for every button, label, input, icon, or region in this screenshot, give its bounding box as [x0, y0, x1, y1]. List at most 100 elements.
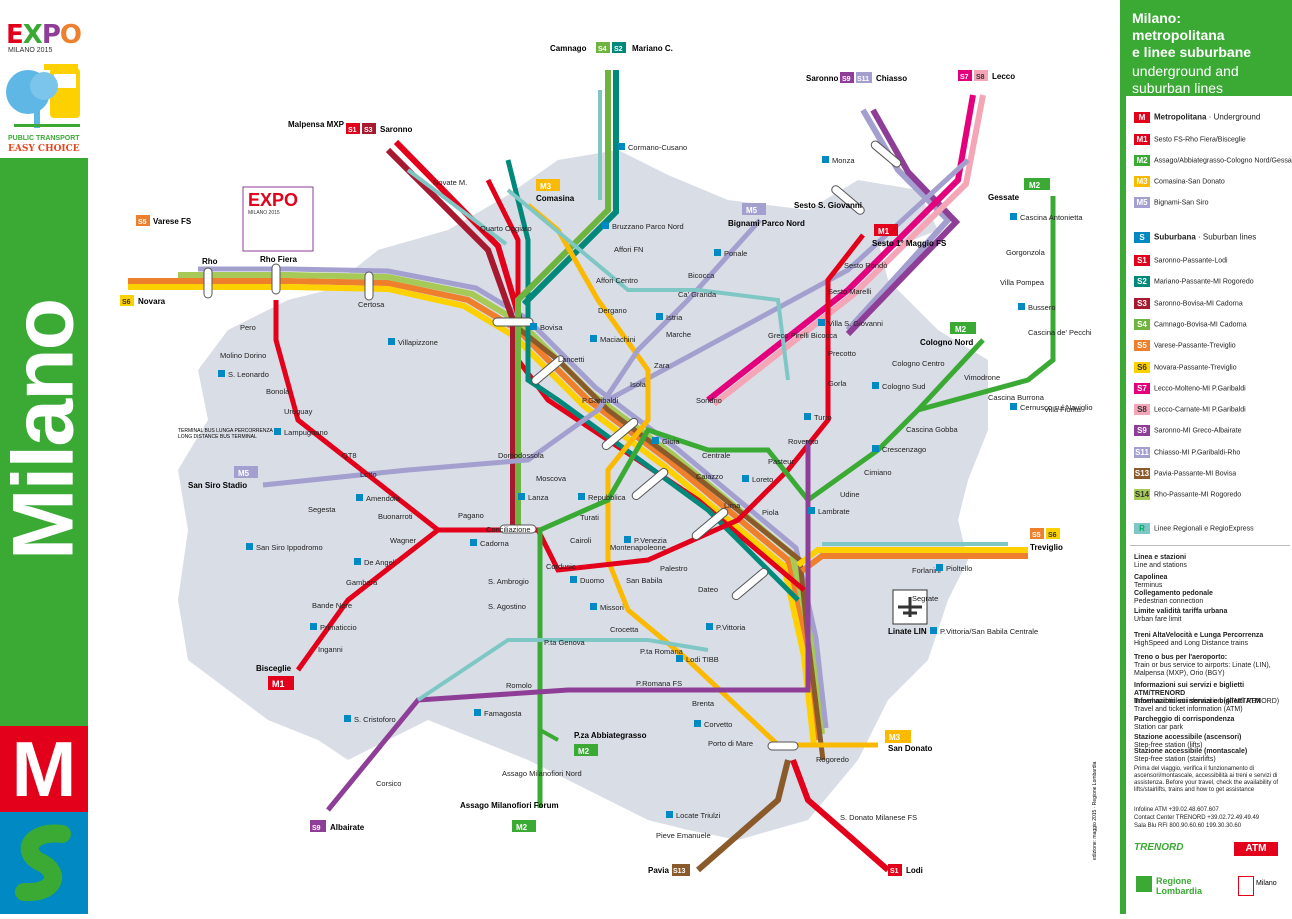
station-label[interactable]: QT8 — [342, 451, 357, 460]
station-label[interactable]: Gioia — [662, 437, 680, 446]
station-label[interactable]: Corsico — [376, 779, 401, 788]
station-label[interactable]: Cascina Burrona — [988, 393, 1045, 402]
station-label[interactable]: Brenta — [692, 699, 715, 708]
station-label[interactable]: Villa S. Giovanni — [828, 319, 883, 328]
station-label[interactable]: Duomo — [580, 576, 604, 585]
station-label[interactable]: Udine — [840, 490, 860, 499]
station-label[interactable]: Caiazzo — [696, 472, 723, 481]
station-label[interactable]: Crescenzago — [882, 445, 926, 454]
station-label[interactable]: Segesta — [308, 505, 336, 514]
station-label[interactable]: Pioltello — [946, 564, 972, 573]
station-label[interactable]: Cormano-Cusano — [628, 143, 687, 152]
station-label[interactable]: Maciachini — [600, 335, 636, 344]
station-label[interactable]: Buonarroti — [378, 512, 413, 521]
station-label[interactable]: Assago Milanofiori Nord — [502, 769, 582, 778]
station-label[interactable]: Ponale — [724, 249, 747, 258]
station-label[interactable]: Marche — [666, 330, 691, 339]
station-label[interactable]: Cologno Sud — [882, 382, 925, 391]
station-label[interactable]: Istria — [666, 313, 683, 322]
station-label[interactable]: Turati — [580, 513, 599, 522]
metro-map[interactable]: EXPO MILANO 2015 Camnago S4 S2 Mariano C… — [88, 0, 1118, 914]
station-label[interactable]: Dergano — [598, 306, 627, 315]
station-label[interactable]: Turro — [814, 413, 832, 422]
station-label[interactable]: P.Vittoria — [716, 623, 746, 632]
station-label[interactable]: Famagosta — [484, 709, 522, 718]
station-label[interactable]: Moscova — [536, 474, 567, 483]
station-label[interactable]: S. Ambrogio — [488, 577, 529, 586]
station-label[interactable]: Pieve Emanuele — [656, 831, 711, 840]
station-label[interactable]: Pagano — [458, 511, 484, 520]
station-label[interactable]: Domodossola — [498, 451, 545, 460]
station-label[interactable]: Rovereto — [788, 437, 818, 446]
station-label[interactable]: Bussero — [1028, 303, 1056, 312]
station-label[interactable]: Wagner — [390, 536, 416, 545]
station-label[interactable]: Sondrio — [696, 396, 722, 405]
station-label[interactable]: Uruguay — [284, 407, 313, 416]
station-label[interactable]: Cascina de' Pecchi — [1028, 328, 1092, 337]
station-label[interactable]: Cascina Gobba — [906, 425, 959, 434]
station-label[interactable]: Bonola — [266, 387, 290, 396]
station-label[interactable]: Forlanini — [912, 566, 941, 575]
station-label[interactable]: Palestro — [660, 564, 688, 573]
station-label[interactable]: Novate M. — [433, 178, 467, 187]
station-label[interactable]: Villa Fiorita — [1044, 405, 1082, 414]
station-label[interactable]: Lambrate — [818, 507, 850, 516]
station-label[interactable]: Pasteur — [768, 457, 794, 466]
station-label[interactable]: Bovisa — [540, 323, 563, 332]
station-label[interactable]: Bande Nere — [312, 601, 352, 610]
station-label[interactable]: S. Agostino — [488, 602, 526, 611]
station-label[interactable]: S. Leonardo — [228, 370, 269, 379]
station-label[interactable]: Vimodrone — [964, 373, 1000, 382]
station-label[interactable]: Lima — [724, 501, 741, 510]
station-label[interactable]: De Angeli — [364, 558, 396, 567]
station-label[interactable]: Greco Pirelli Bicocca — [768, 331, 838, 340]
station-label[interactable]: Lampugnano — [284, 428, 328, 437]
station-label[interactable]: Bicocca — [688, 271, 715, 280]
station-label[interactable]: Bruzzano Parco Nord — [612, 222, 684, 231]
station-label[interactable]: Dateo — [698, 585, 718, 594]
station-label[interactable]: Gorgonzola — [1006, 248, 1046, 257]
station-label[interactable]: Rogoredo — [816, 755, 849, 764]
station-label[interactable]: Certosa — [358, 300, 385, 309]
station-label[interactable]: Repubblica — [588, 493, 626, 502]
station-label[interactable]: Missori — [600, 603, 624, 612]
station-label[interactable]: P.Garibaldi — [582, 396, 618, 405]
station-label[interactable]: Cologno Centro — [892, 359, 945, 368]
station-label[interactable]: Ca' Granda — [678, 290, 717, 299]
station-label[interactable]: Piola — [762, 508, 780, 517]
station-label[interactable]: Amendola — [366, 494, 401, 503]
station-label[interactable]: Cascina Antonietta — [1020, 213, 1083, 222]
station-label[interactable]: Villapizzone — [398, 338, 438, 347]
station-label[interactable]: Porto di Mare — [708, 739, 753, 748]
station-label[interactable]: Lanza — [528, 493, 549, 502]
station-label[interactable]: Conciliazione — [486, 525, 531, 534]
station-label[interactable]: Gorla — [828, 379, 847, 388]
station-label[interactable]: P.Venezia — [634, 536, 668, 545]
station-label[interactable]: P.Romana FS — [636, 679, 682, 688]
station-label[interactable]: Montenapoleone — [610, 543, 666, 552]
station-label[interactable]: Romolo — [506, 681, 532, 690]
station-label[interactable]: Affori FN — [614, 245, 643, 254]
station-label[interactable]: S. Cristoforo — [354, 715, 396, 724]
station-label[interactable]: Cairoli — [570, 536, 592, 545]
station-label[interactable]: Villa Pompea — [1000, 278, 1045, 287]
station-label[interactable]: P.Vittoria/San Babila Centrale — [940, 627, 1038, 636]
station-label[interactable]: Lodi TIBB — [686, 655, 719, 664]
station-label[interactable]: Cordusio — [546, 562, 576, 571]
station-label[interactable]: Precotto — [828, 349, 856, 358]
station-label[interactable]: Primaticcio — [320, 623, 357, 632]
station-label[interactable]: Monza — [832, 156, 855, 165]
station-label[interactable]: Pero — [240, 323, 256, 332]
station-label[interactable]: Centrale — [702, 451, 730, 460]
station-label[interactable]: San Siro Ippodromo — [256, 543, 323, 552]
station-label[interactable]: Affori Centro — [596, 276, 638, 285]
station-label[interactable]: Cernusco sul Naviglio — [1020, 403, 1093, 412]
station-label[interactable]: Lancetti — [558, 355, 585, 364]
station-label[interactable]: Locate Triulzi — [676, 811, 721, 820]
station-label[interactable]: Lotto — [360, 470, 377, 479]
station-label[interactable]: Corvetto — [704, 720, 732, 729]
station-label[interactable]: Crocetta — [610, 625, 639, 634]
station-label[interactable]: Sesto Marelli — [828, 287, 872, 296]
station-label[interactable]: Zara — [654, 361, 670, 370]
station-label[interactable]: Molino Dorino — [220, 351, 266, 360]
